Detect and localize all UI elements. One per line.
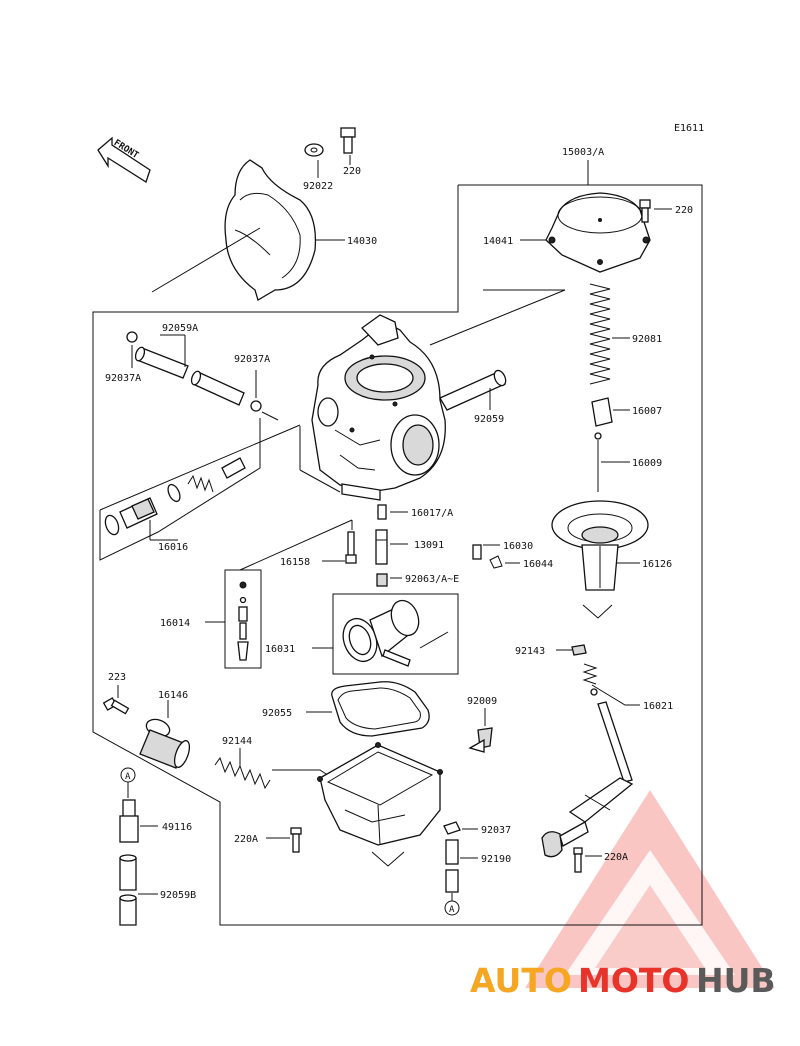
part-label-16017: 16017/A [411,508,453,519]
part-label-220A-left: 220A [234,834,258,845]
part-16007-needle-holder [591,397,613,427]
front-arrow-icon: FRONT [97,136,151,183]
svg-text:A: A [125,772,131,782]
part-label-92143: 92143 [515,646,545,657]
part-label-16044: 16044 [523,559,553,570]
part-220-screw-top [639,199,651,223]
part-92037A-clip-left [126,331,138,343]
part-float-bowl [317,742,443,846]
part-14041-top-cap [545,192,651,273]
part-92037-clip [443,821,461,835]
part-label-92037A-left: 92037A [105,373,141,384]
part-label-92059B: 92059B [160,890,196,901]
part-92055-gasket [331,681,430,737]
watermark-moto: MOTO [578,961,689,1000]
part-label-92190: 92190 [481,854,511,865]
part-16030-float-pin [472,544,482,560]
part-label-49116: 49116 [162,822,192,833]
watermark-text: AUTO MOTO HUB [470,961,776,1000]
part-92022-washer [304,143,324,157]
part-label-92009: 92009 [467,696,497,707]
part-16126-diaphragm [551,500,649,591]
carburetor-body [311,314,446,501]
part-223-screw [102,697,130,715]
part-92144-spring [214,756,271,790]
part-220-bolt-cap [340,127,356,154]
part-label-16009: 16009 [632,458,662,469]
part-label-16146: 16146 [158,690,188,701]
watermark-auto: AUTO [470,961,572,1000]
part-16017-jet [377,504,387,520]
svg-text:A: A [449,905,455,915]
part-16009-jet-needle [594,432,602,492]
part-label-16014: 16014 [160,618,190,629]
part-92059A-pipe [134,346,245,406]
part-label-92081: 92081 [632,334,662,345]
part-16016-starter-plunger [104,457,246,536]
part-label-220-cap: 220 [343,166,361,177]
frame-16014 [224,569,262,669]
part-92063-main-jet [376,573,388,587]
part-label-16030: 16030 [503,541,533,552]
part-label-15003: 15003/A [562,147,604,158]
frame-16016 [99,418,261,561]
part-label-14030: 14030 [347,236,377,247]
part-13091-needle-jet [375,529,388,565]
part-92059-pipe [439,369,507,411]
part-92009-screw [468,727,493,753]
part-220A-screw-left [290,827,302,853]
watermark-hub: HUB [696,961,776,1000]
part-16146-starter-plunger [139,718,191,769]
ref-circle-a-bottom: A [444,900,460,916]
part-label-92055: 92055 [262,708,292,719]
part-label-92063: 92063/A~E [405,574,459,585]
part-92143-cap [571,644,587,656]
part-label-92037A-right: 92037A [234,354,270,365]
part-label-16016: 16016 [158,542,188,553]
part-16014-pilot-screw [237,581,249,661]
part-49116-cable [119,799,139,843]
ref-circle-a-top: A [120,767,136,783]
part-92081-spring [589,283,611,385]
part-16044-clip [489,555,503,569]
part-label-220-top: 220 [675,205,693,216]
part-92037A-clip-right [250,400,262,412]
part-label-220A-right: 220A [604,852,628,863]
part-label-92144: 92144 [222,736,252,747]
part-label-14041: 14041 [483,236,513,247]
part-220A-screw-right [573,847,583,873]
watermark-logo [525,790,775,988]
frame-16031 [332,593,459,675]
part-label-92059A: 92059A [162,323,198,334]
diagram-code: E1611 [674,123,704,134]
part-92059B-tube [119,854,137,926]
part-label-16126: 16126 [642,559,672,570]
part-label-16021: 16021 [643,701,673,712]
part-label-16158: 16158 [280,557,310,568]
part-16158-pilot-jet [345,531,357,564]
part-label-13091: 13091 [414,540,444,551]
assembly-frame [92,184,703,926]
part-label-92022: 92022 [303,181,333,192]
part-label-223: 223 [108,672,126,683]
part-label-16031: 16031 [265,644,295,655]
part-14030-cover [224,159,317,301]
part-label-92037: 92037 [481,825,511,836]
part-16021-starter-cable [541,663,634,858]
part-16031-float [342,599,449,667]
part-92190-tube [445,839,459,893]
part-label-16007: 16007 [632,406,662,417]
part-label-92059: 92059 [474,414,504,425]
